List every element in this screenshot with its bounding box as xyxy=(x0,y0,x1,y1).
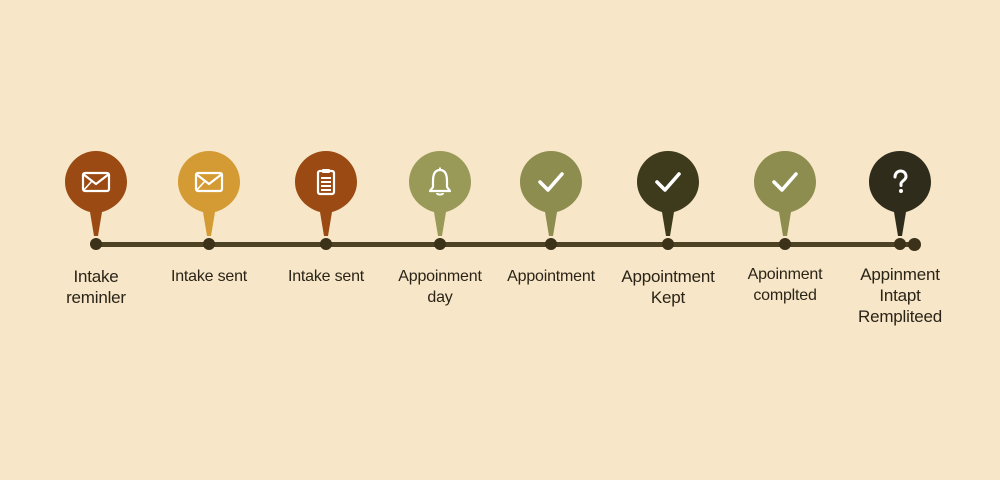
step-dot xyxy=(203,238,215,250)
step-marker xyxy=(753,150,817,240)
envelope-icon xyxy=(81,171,111,193)
step-dot xyxy=(90,238,102,250)
timeline-line xyxy=(92,242,917,247)
step-label: Appinment Intapt Rempliteed xyxy=(858,265,942,326)
step-label: Appointment Kept xyxy=(621,267,715,307)
step-dot xyxy=(545,238,557,250)
step-label: Intake sent xyxy=(170,268,248,285)
timeline-end-dot xyxy=(908,238,921,251)
clipboard-icon xyxy=(316,169,336,196)
bell-icon xyxy=(428,167,452,196)
step-marker xyxy=(868,150,932,240)
step-label: Appoinment day xyxy=(398,268,482,306)
check-icon xyxy=(538,172,564,192)
check-icon xyxy=(655,172,681,192)
step-label: Appointment xyxy=(507,268,595,285)
step-label: Intake sent xyxy=(287,268,365,285)
step-marker xyxy=(519,150,583,240)
step-marker xyxy=(408,150,472,240)
step-dot xyxy=(434,238,446,250)
step-marker xyxy=(294,150,358,240)
step-label: Apoinment complted xyxy=(747,266,823,304)
step-dot xyxy=(779,238,791,250)
step-dot xyxy=(894,238,906,250)
envelope-icon xyxy=(194,171,224,193)
step-marker xyxy=(177,150,241,240)
step-dot xyxy=(320,238,332,250)
question-icon xyxy=(893,169,908,193)
step-marker xyxy=(636,150,700,240)
check-icon xyxy=(772,172,798,192)
step-marker xyxy=(64,150,128,240)
step-label: Intake reminler xyxy=(66,267,126,307)
step-dot xyxy=(662,238,674,250)
